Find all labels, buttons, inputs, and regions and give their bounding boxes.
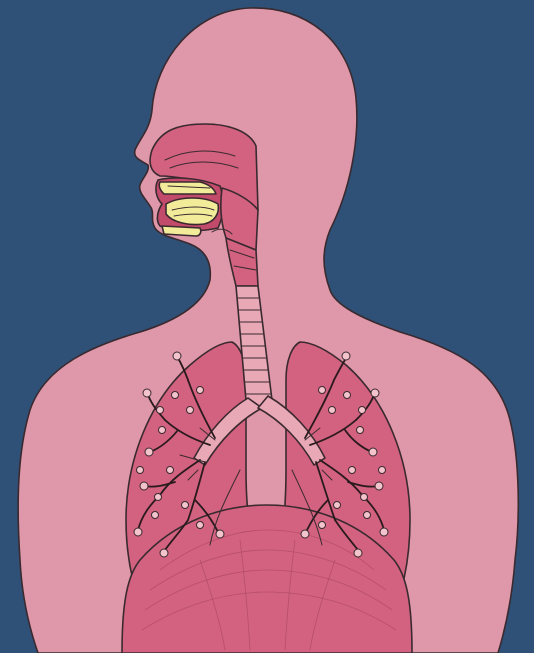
lower-teeth [162,226,201,236]
tongue [166,198,218,225]
